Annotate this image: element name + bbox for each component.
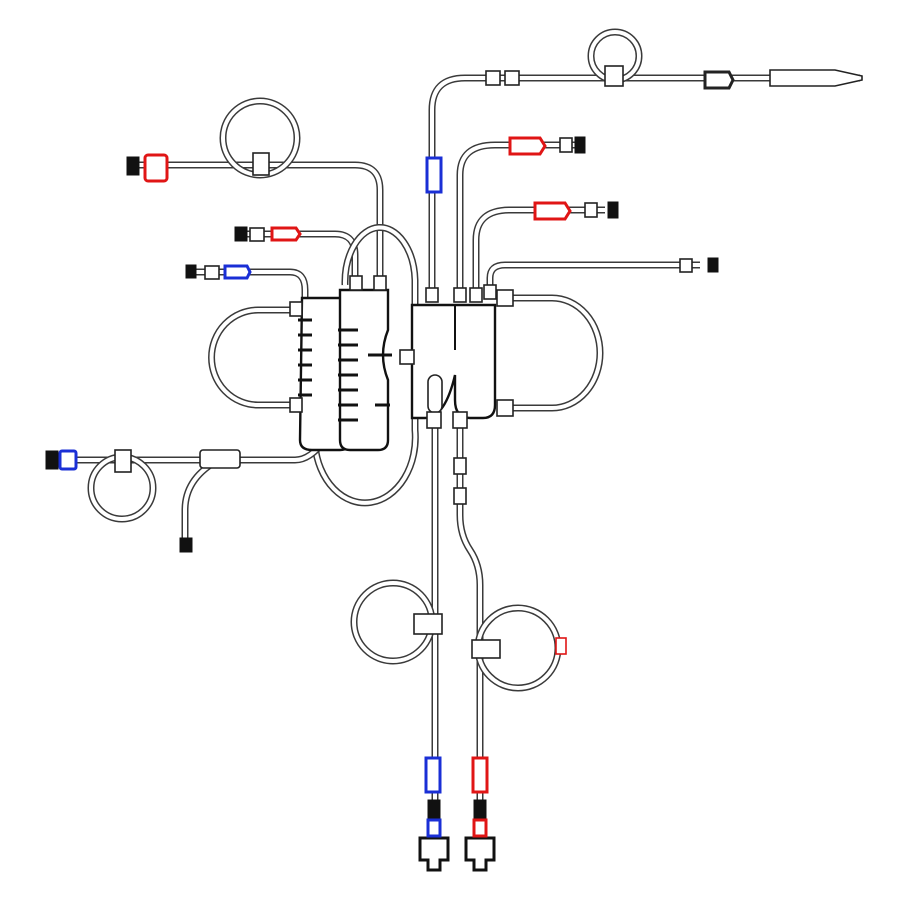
center-drip-chamber (338, 288, 390, 452)
arterial-line (458, 420, 482, 870)
clips (114, 65, 863, 659)
blue-left-line (195, 270, 307, 305)
chamber-ridges (298, 318, 392, 422)
grey-clamp-icon (703, 70, 735, 90)
red-left-line (245, 232, 357, 285)
y-branch (183, 460, 217, 548)
blue-clamp-icon (424, 756, 442, 794)
side-port (399, 349, 415, 365)
red-clamp-icon (533, 201, 572, 221)
top-line-outline (428, 74, 860, 292)
right-big-loop (500, 296, 602, 410)
tubes (55, 28, 860, 870)
red-line-2-outline (472, 206, 605, 292)
red-clamp-icon (508, 136, 547, 156)
blue-clamp-icon (425, 156, 443, 194)
blue-clamps (58, 70, 735, 838)
red-line-1 (458, 143, 575, 292)
right-line-outline (486, 261, 700, 292)
red-clamp-icon (270, 226, 302, 242)
blue-clamp-icon (223, 264, 252, 280)
right-line (488, 263, 700, 292)
red-clamps (143, 136, 572, 838)
red-clamp-icon (471, 756, 489, 794)
blue-connector-icon (58, 449, 78, 471)
center-loop (313, 225, 418, 505)
cassette-block (410, 303, 497, 420)
pressure-pod (427, 374, 443, 414)
red-line-2 (474, 208, 605, 292)
top-line (430, 76, 860, 292)
blue-connector-icon (426, 818, 442, 838)
left-big-loop (209, 308, 300, 407)
red-connector-icon (143, 153, 169, 183)
black-caps (45, 136, 719, 872)
red-connector-icon (472, 818, 488, 838)
top-left-line (135, 163, 382, 285)
bottom-left-line-outline (55, 437, 328, 464)
